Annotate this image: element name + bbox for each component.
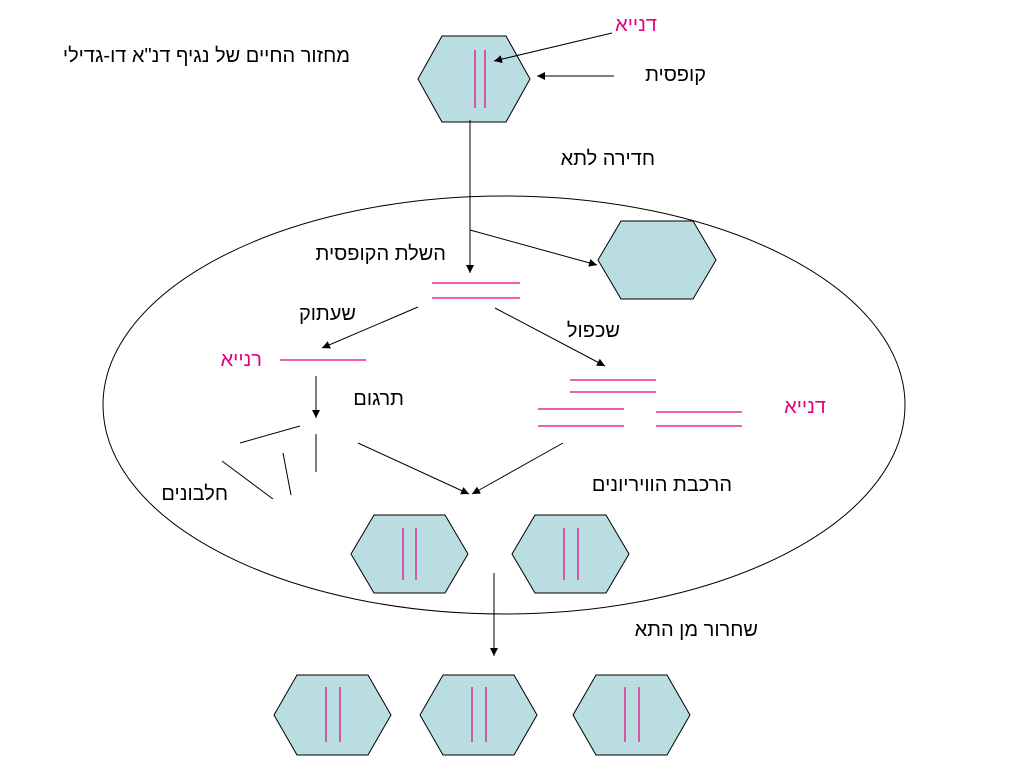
protein-fragment [221, 460, 274, 500]
released-virion [572, 674, 691, 756]
host-cell-membrane [102, 195, 906, 615]
translation-label: תרגום [353, 388, 404, 410]
release-label: שחרור מן התא [634, 619, 758, 641]
rna-label: רנייא [220, 349, 262, 371]
released-dsdna [432, 282, 520, 299]
protein-fragment [282, 452, 292, 496]
virion-assembly-label: הרכבת הוויריונים [591, 474, 732, 496]
uncoating-label: השלת הקופסית [315, 243, 446, 265]
virion-capsid [350, 514, 469, 594]
dna-label-top: דנייא [615, 14, 657, 36]
virion-capsid [572, 674, 691, 756]
assembled-virion [511, 514, 630, 594]
cell-entry-label: חדירה לתא [560, 148, 655, 170]
transcription-arrow [321, 306, 419, 349]
virion-capsid [511, 514, 630, 594]
dna-assembly-arrow [471, 442, 564, 495]
empty-capsid [597, 220, 717, 300]
protein-assembly-arrow [357, 442, 470, 495]
proteins-label: חלבונים [161, 483, 228, 505]
replication-arrow [494, 307, 606, 367]
released-virion [273, 674, 392, 756]
capsid-shed-arrow [469, 229, 598, 267]
diagram-title: מחזור החיים של נגיף דנ"א דו-גדילי [62, 45, 350, 67]
virion-capsid [419, 674, 538, 756]
dna-pointer-arrow [493, 32, 613, 64]
replicated-dsdna [538, 379, 742, 427]
replication-label: שכפול [566, 320, 620, 342]
transcription-label: שעתוק [298, 303, 356, 325]
released-virion [419, 674, 538, 756]
proteins [221, 425, 317, 500]
assembled-virion [350, 514, 469, 594]
entering-virion [417, 35, 531, 123]
dna-label-replicated: דנייא [784, 396, 826, 418]
virion-capsid [273, 674, 392, 756]
protein-fragment [239, 425, 301, 444]
virion-capsid [417, 35, 531, 123]
capsid-label: קופסית [645, 64, 706, 86]
